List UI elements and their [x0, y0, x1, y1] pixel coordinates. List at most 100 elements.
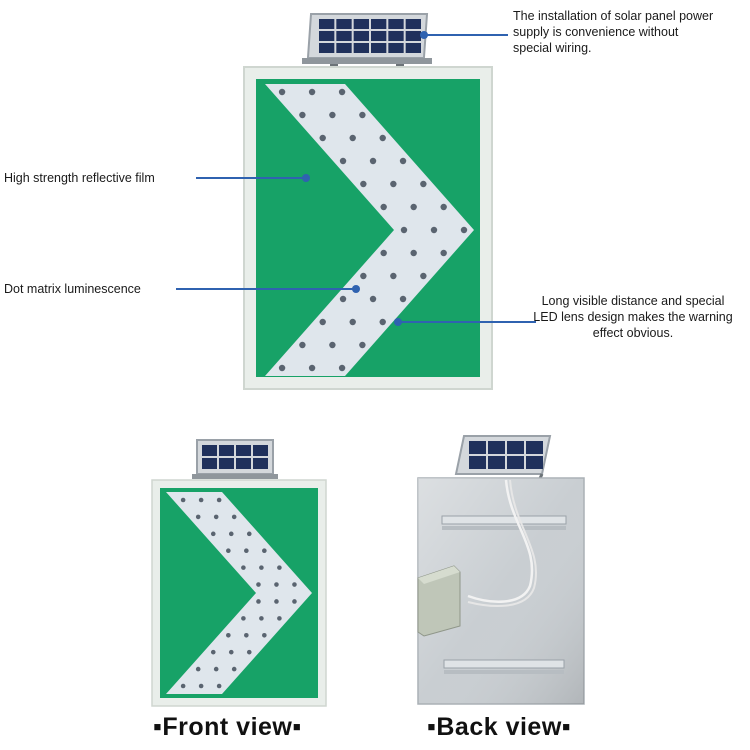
led-light	[259, 565, 264, 570]
solar-cell	[236, 458, 251, 469]
led-light	[339, 157, 347, 165]
led-light	[400, 226, 408, 234]
solar-cell	[353, 43, 369, 53]
dot-matrix-callout-dot	[352, 285, 360, 293]
led-light	[244, 632, 249, 638]
led-light	[292, 582, 297, 587]
solar-cell	[353, 19, 369, 29]
led-light	[359, 111, 366, 119]
solar-cell	[202, 445, 217, 456]
solar-panel-icon	[454, 435, 552, 493]
mounting-rail	[441, 515, 567, 530]
led-light	[319, 318, 326, 326]
solar-cell	[405, 19, 421, 29]
led-light	[198, 497, 204, 503]
led-light	[308, 88, 316, 96]
led-light	[369, 157, 377, 165]
led-light	[379, 318, 386, 326]
solar-panel-icon	[302, 13, 432, 70]
solar-cell	[388, 19, 404, 29]
led-light	[210, 531, 216, 537]
led-light	[277, 616, 282, 621]
led-light	[195, 514, 201, 520]
led-light	[244, 548, 249, 554]
led-light	[216, 497, 222, 503]
solar-cell	[371, 43, 387, 53]
solar-cell	[469, 441, 486, 454]
main-sign-illustration	[243, 13, 493, 390]
led-callout-dot	[394, 318, 402, 326]
led-light	[228, 649, 234, 655]
led-light	[329, 111, 336, 119]
led-light	[349, 318, 356, 326]
led-light	[226, 548, 231, 554]
led-light	[349, 134, 356, 142]
solar-cell	[488, 456, 505, 469]
junction-box-icon	[417, 565, 461, 637]
led-light	[274, 582, 279, 587]
led-light	[259, 616, 264, 621]
solar-cell	[507, 441, 524, 454]
led-light	[277, 565, 282, 570]
solar-cell	[219, 458, 234, 469]
front-view-illustration	[151, 439, 327, 707]
solar-cell	[336, 31, 352, 41]
led-light	[231, 666, 237, 672]
led-light	[246, 531, 252, 537]
led-light	[399, 295, 407, 303]
chevron-arrow-front	[166, 492, 312, 694]
led-light	[180, 497, 186, 503]
solar-cell	[469, 456, 486, 469]
led-light	[410, 203, 417, 211]
led-light	[360, 180, 367, 188]
solar-cell	[371, 31, 387, 41]
front-view-label: ▪Front view▪	[153, 713, 302, 741]
led-light	[390, 180, 397, 188]
solar-callout-line	[425, 34, 508, 36]
led-light	[231, 514, 237, 520]
led-light	[278, 364, 286, 372]
led-light	[308, 364, 316, 372]
led-light	[420, 272, 427, 280]
solar-cell	[253, 445, 268, 456]
main-sign-board	[243, 66, 493, 390]
led-light	[213, 514, 219, 520]
led-callout-text: Long visible distance and special LED le…	[533, 294, 733, 340]
led-light	[278, 88, 286, 96]
solar-cell	[526, 441, 543, 454]
led-light	[210, 649, 216, 655]
led-light	[226, 632, 231, 638]
solar-panel-icon	[192, 439, 278, 479]
solar-callout-text: The installation of solar panel power su…	[513, 9, 714, 55]
solar-cell	[319, 43, 335, 53]
film-callout-text: High strength reflective film	[4, 171, 155, 185]
solar-callout-dot	[420, 31, 428, 39]
film-callout-dot	[302, 174, 310, 182]
led-light	[216, 683, 222, 689]
solar-cell	[319, 31, 335, 41]
solar-cell	[219, 445, 234, 456]
led-light	[430, 226, 438, 234]
led-light	[274, 599, 279, 604]
led-light	[380, 203, 387, 211]
solar-cell	[336, 19, 352, 29]
solar-cell	[319, 19, 335, 29]
led-light	[379, 134, 386, 142]
solar-cell	[353, 31, 369, 41]
led-light	[440, 203, 447, 211]
solar-cell	[388, 31, 404, 41]
mounting-rail	[443, 659, 565, 674]
solar-cell	[253, 458, 268, 469]
led-light	[329, 341, 336, 349]
led-callout-line	[398, 321, 536, 323]
led-light	[292, 599, 297, 604]
led-light	[319, 134, 326, 142]
led-light	[360, 272, 367, 280]
solar-cell	[336, 43, 352, 53]
solar-cell	[371, 19, 387, 29]
film-callout-line	[196, 177, 304, 179]
led-light	[228, 531, 234, 537]
dot-matrix-callout-line	[176, 288, 354, 290]
led-light	[246, 649, 252, 655]
led-light	[299, 111, 306, 119]
